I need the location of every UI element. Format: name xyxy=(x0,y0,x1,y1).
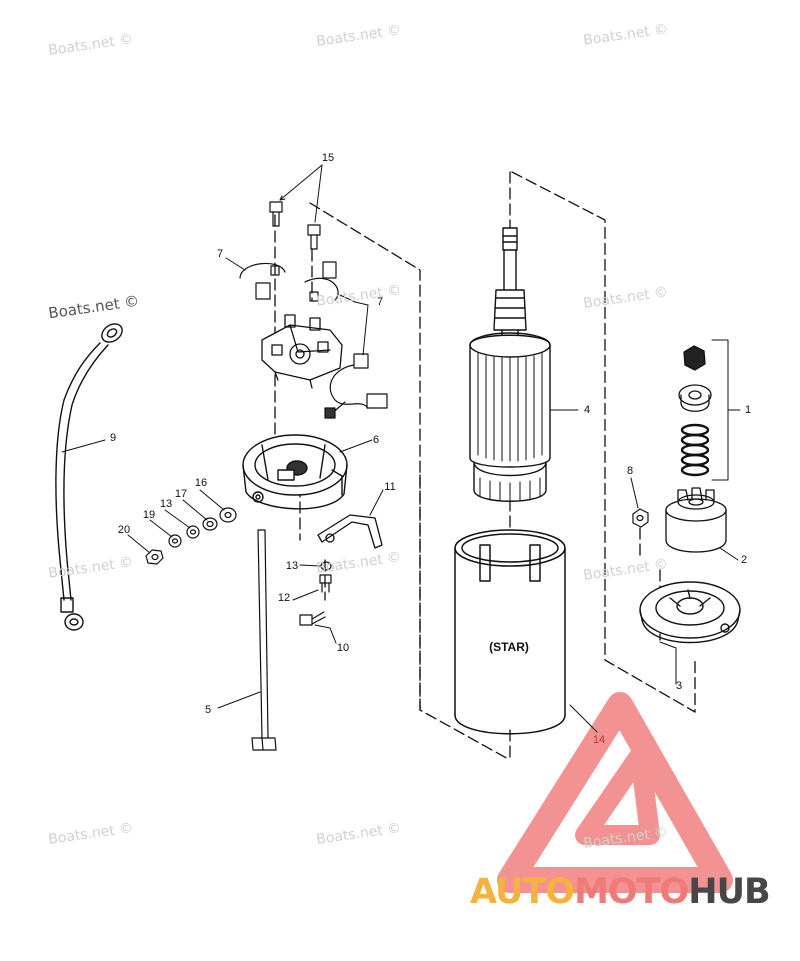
brand-hub: HUB xyxy=(688,872,770,912)
callout-13-washer: 13 xyxy=(159,498,173,510)
callout-13-small: 13 xyxy=(285,560,299,572)
callout-3: 3 xyxy=(675,680,683,692)
callout-7-right: 7 xyxy=(376,296,384,308)
brush-holder xyxy=(261,314,343,389)
callout-9: 9 xyxy=(109,432,117,444)
callout-1: 1 xyxy=(744,404,752,416)
callout-4: 4 xyxy=(583,404,591,416)
callout-7-left: 7 xyxy=(216,248,224,260)
callout-14: 14 xyxy=(592,734,606,746)
automotohub-logo-mark xyxy=(497,692,733,893)
automotohub-wordmark: AUTOMOTOHUB xyxy=(470,872,771,912)
brand-moto: MOTO xyxy=(574,872,689,912)
callout-leader-lines xyxy=(61,164,741,733)
mounting-bracket xyxy=(317,514,383,549)
washer-nut-stack xyxy=(145,507,237,565)
callout-16: 16 xyxy=(194,477,208,489)
callout-8: 8 xyxy=(626,465,634,477)
callout-17: 17 xyxy=(174,488,188,500)
callout-19: 19 xyxy=(142,509,156,521)
callout-15: 15 xyxy=(321,152,335,164)
callout-5: 5 xyxy=(204,704,212,716)
through-bolt xyxy=(251,529,277,751)
brush-lead-wire xyxy=(324,353,388,419)
mounting-screws xyxy=(269,201,321,250)
armature xyxy=(469,227,551,503)
lock-nut xyxy=(632,508,649,528)
exploded-view-guide-lines xyxy=(274,171,696,763)
housing-star-label: (STAR) xyxy=(489,640,529,654)
callout-11: 11 xyxy=(384,481,396,493)
commutator-end-cap xyxy=(242,434,348,510)
callout-6: 6 xyxy=(372,434,380,446)
callout-12: 12 xyxy=(277,592,291,604)
callout-2: 2 xyxy=(740,554,748,566)
drive-pinion xyxy=(665,487,727,553)
drive-end-cap xyxy=(639,581,741,644)
callout-10: 10 xyxy=(336,642,350,654)
small-fasteners xyxy=(299,561,332,626)
brush-springs xyxy=(239,261,339,302)
battery-cable xyxy=(55,323,123,631)
spring-nut-assembly xyxy=(678,345,712,477)
callout-20: 20 xyxy=(117,524,131,536)
brand-auto: AUTO xyxy=(470,872,575,912)
starter-housing xyxy=(454,529,566,735)
